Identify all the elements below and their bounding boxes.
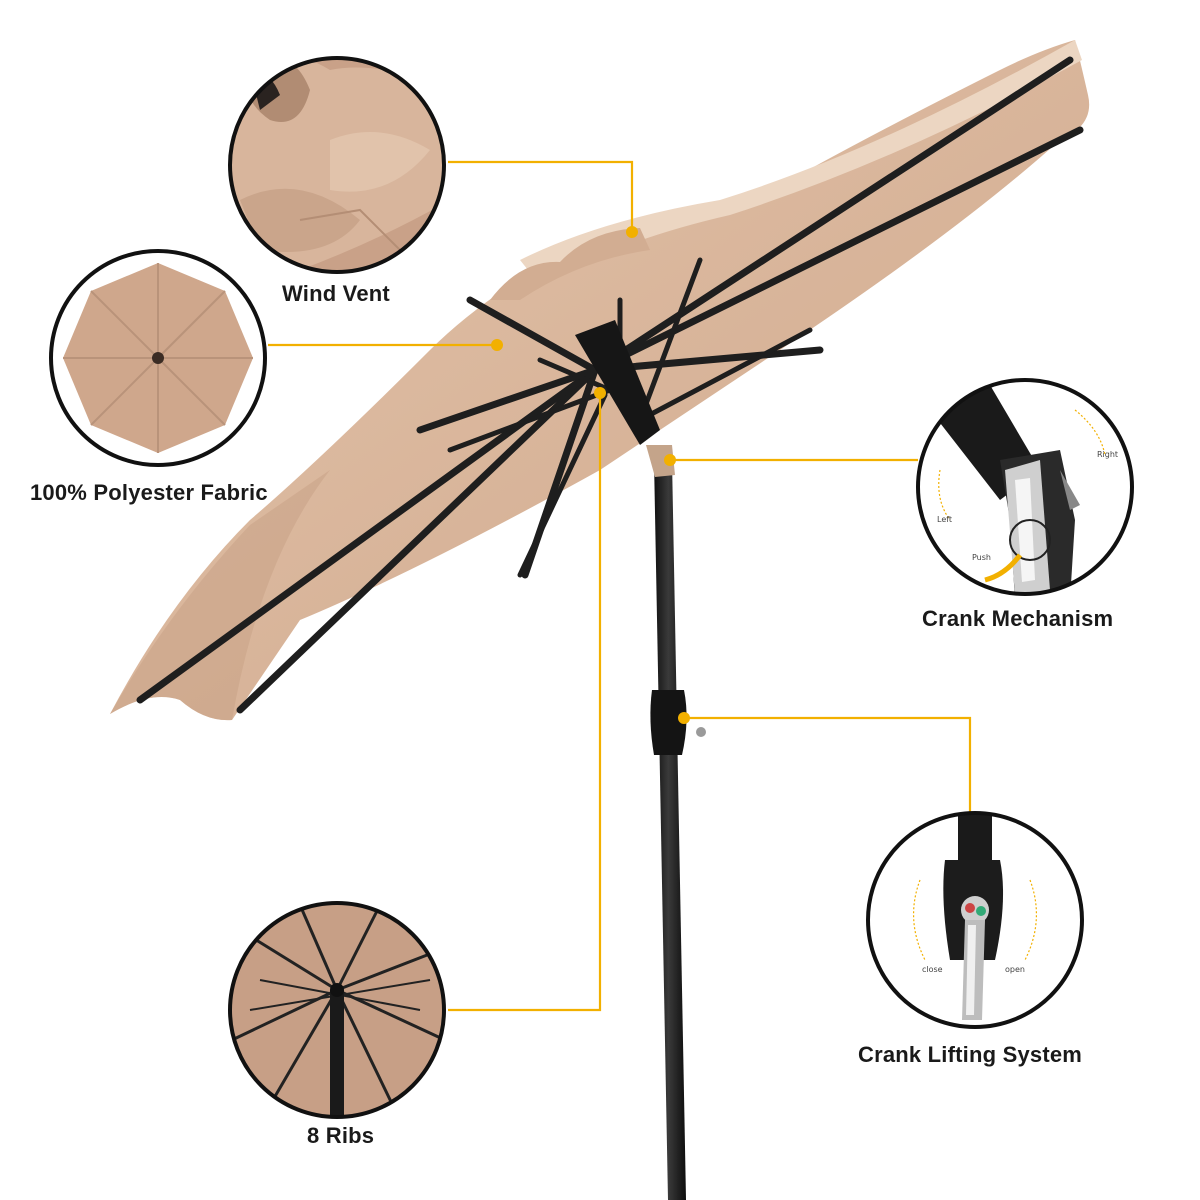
canopy-top-edge [520, 40, 1082, 285]
umbrella-hub [575, 320, 660, 445]
lift-open-label: open [1005, 965, 1025, 974]
leader-lines [268, 160, 972, 1012]
canopy-vent-bumps [490, 228, 650, 300]
inset-fabric-border [49, 249, 267, 467]
inset-crank-mechanism: Left Right Push [916, 378, 1134, 596]
crank-housing [650, 690, 687, 755]
canopy-shade [110, 470, 330, 721]
leader-crank-lifting [684, 716, 972, 815]
dot-fabric [491, 339, 503, 351]
leader-ribs [448, 393, 602, 1012]
tilt-joint [646, 445, 675, 477]
inset-ribs [228, 901, 446, 1119]
inset-crank-lifting: close open [866, 811, 1084, 1029]
lift-close-label: close [922, 965, 943, 974]
inset-fabric [49, 249, 267, 467]
dot-crank-mechanism [664, 454, 676, 466]
label-crank-mechanism: Crank Mechanism [922, 606, 1114, 631]
label-fabric: 100% Polyester Fabric [30, 480, 268, 505]
dot-crank-lifting [678, 712, 690, 724]
label-wind-vent: Wind Vent [282, 281, 390, 306]
dot-ribs [594, 387, 606, 399]
crank-left-label: Left [937, 515, 952, 524]
inset-crank-mechanism-border [916, 378, 1134, 596]
crank-push-label: Push [972, 553, 991, 562]
inset-crank-lifting-border [866, 811, 1084, 1029]
leader-dots [491, 226, 690, 724]
crank-handle-dot [696, 727, 706, 737]
umbrella-pole [654, 460, 686, 1200]
leader-wind-vent [448, 160, 634, 232]
label-ribs: 8 Ribs [307, 1123, 375, 1148]
label-crank-lifting: Crank Lifting System [858, 1042, 1083, 1067]
inset-wind-vent-border [228, 56, 446, 274]
crank-right-label: Right [1097, 450, 1118, 459]
umbrella-main [110, 40, 1090, 1200]
dot-wind-vent [626, 226, 638, 238]
inset-ribs-border [228, 901, 446, 1119]
inset-wind-vent [228, 56, 446, 274]
